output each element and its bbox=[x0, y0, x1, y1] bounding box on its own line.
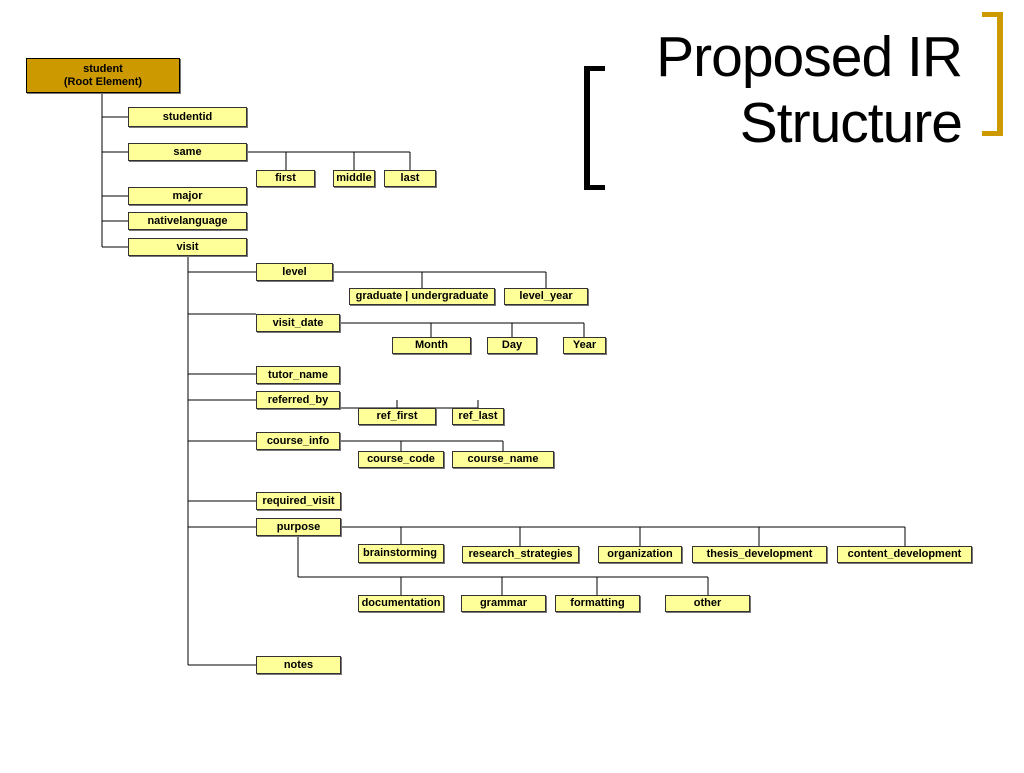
node-formatting: formatting bbox=[555, 595, 640, 612]
node-notes: notes bbox=[256, 656, 341, 674]
node-month: Month bbox=[392, 337, 471, 354]
node-major: major bbox=[128, 187, 247, 205]
root-label-line-1: student bbox=[83, 62, 123, 75]
right-bracket-icon bbox=[982, 12, 1003, 136]
node-day: Day bbox=[487, 337, 537, 354]
node-course-info: course_info bbox=[256, 432, 340, 450]
node-visit-date: visit_date bbox=[256, 314, 340, 332]
node-grammar: grammar bbox=[461, 595, 546, 612]
title-line-2: Structure bbox=[739, 91, 963, 155]
node-same: same bbox=[128, 143, 247, 161]
node-last: last bbox=[384, 170, 436, 187]
node-content-development: content_development bbox=[837, 546, 972, 563]
node-required-visit: required_visit bbox=[256, 492, 341, 510]
node-course-code: course_code bbox=[358, 451, 444, 468]
node-ref-first: ref_first bbox=[358, 408, 436, 425]
node-nativelanguage: nativelanguage bbox=[128, 212, 247, 230]
title-line-1: Proposed IR bbox=[656, 25, 963, 89]
node-thesis-development: thesis_development bbox=[692, 546, 827, 563]
left-bracket-icon bbox=[584, 66, 605, 190]
node-ref-last: ref_last bbox=[452, 408, 504, 425]
node-course-name: course_name bbox=[452, 451, 554, 468]
node-level: level bbox=[256, 263, 333, 281]
node-first: first bbox=[256, 170, 315, 187]
slide-title: Proposed IR Structure bbox=[656, 24, 963, 156]
node-purpose: purpose bbox=[256, 518, 341, 536]
node-referred-by: referred_by bbox=[256, 391, 340, 409]
node-tutor-name: tutor_name bbox=[256, 366, 340, 384]
node-other: other bbox=[665, 595, 750, 612]
node-year: Year bbox=[563, 337, 606, 354]
root-label-line-2: (Root Element) bbox=[63, 75, 143, 88]
node-organization: organization bbox=[598, 546, 682, 563]
node-studentid: studentid bbox=[128, 107, 247, 127]
node-middle: middle bbox=[333, 170, 375, 187]
node-graduate-undergraduate: graduate | undergraduate bbox=[349, 288, 495, 305]
node-level-year: level_year bbox=[504, 288, 588, 305]
node-visit: visit bbox=[128, 238, 247, 256]
node-documentation: documentation bbox=[358, 595, 444, 612]
node-research-strategies: research_strategies bbox=[462, 546, 579, 563]
node-brainstorming: brainstorming bbox=[358, 544, 444, 563]
node-student-root: student (Root Element) bbox=[26, 58, 180, 93]
